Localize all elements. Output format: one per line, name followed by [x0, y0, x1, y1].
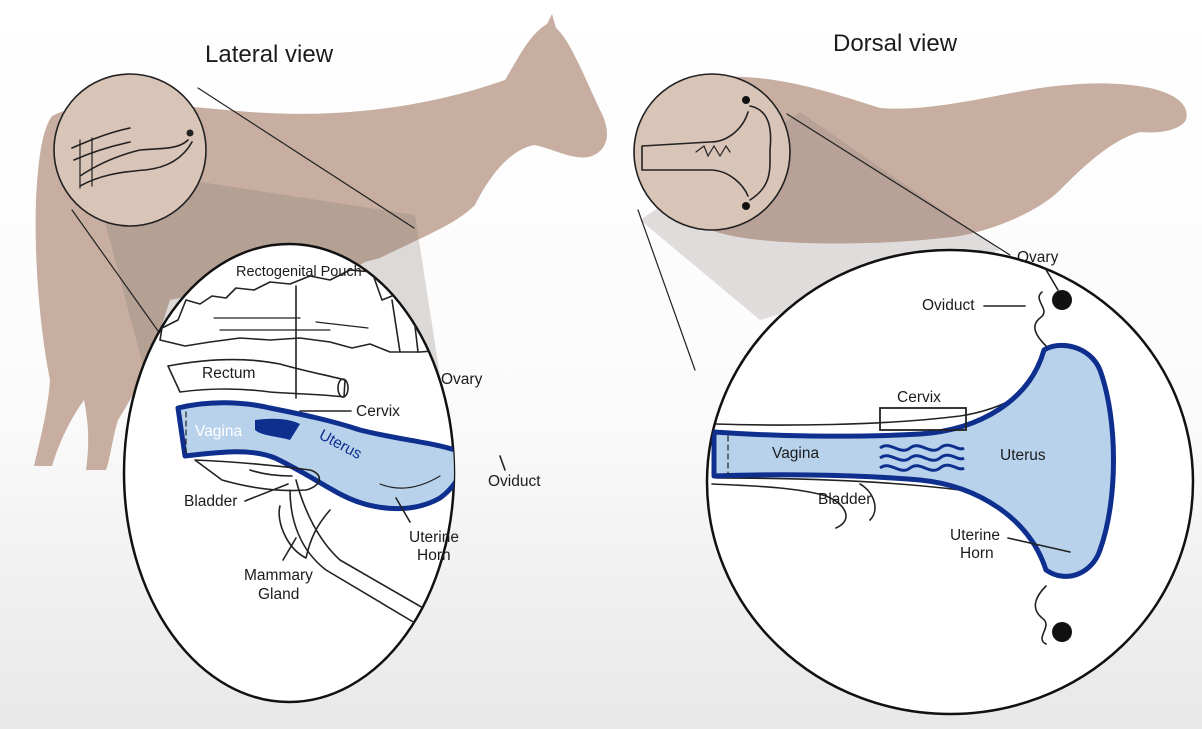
label-ovary-dorsal: Ovary [1017, 249, 1059, 266]
lateral-inset-small [54, 74, 206, 226]
label-rectum: Rectum [202, 365, 255, 382]
label-uterus-dorsal: Uterus [1000, 447, 1046, 464]
label-ovary-lateral: Ovary [441, 371, 483, 388]
label-cervix: Cervix [356, 403, 400, 420]
label-rectogenital-pouch: Rectogenital Pouch [236, 264, 362, 280]
label-cervix-dorsal: Cervix [897, 389, 941, 406]
label-vagina-lateral: Vagina [195, 423, 242, 440]
label-bladder-lateral: Bladder [184, 493, 237, 510]
label-bladder-dorsal: Bladder [818, 491, 871, 508]
label-mammary-gland-2: Gland [258, 586, 299, 603]
label-oviduct-dorsal: Oviduct [922, 297, 975, 314]
label-uterine-horn-lateral-2: Horn [417, 547, 451, 564]
label-uterine-horn-dorsal-2: Horn [960, 545, 994, 562]
label-uterine-horn-lateral-1: Uterine [409, 529, 459, 546]
label-oviduct-lateral: Oviduct [488, 473, 541, 490]
label-vagina-dorsal: Vagina [772, 445, 819, 462]
dorsal-inset-small [634, 74, 790, 230]
dorsal-view-title: Dorsal view [833, 30, 958, 57]
lateral-view-title: Lateral view [205, 41, 334, 68]
label-uterine-horn-dorsal-1: Uterine [950, 527, 1000, 544]
label-mammary-gland-1: Mammary [244, 567, 313, 584]
dorsal-inset-large [707, 250, 1193, 714]
